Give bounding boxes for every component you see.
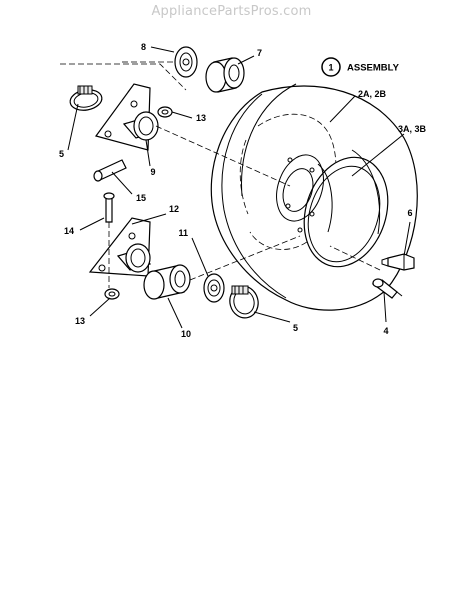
bracket-12	[88, 217, 152, 277]
label-part-10: 10	[181, 329, 191, 339]
label-part-6: 6	[407, 208, 412, 218]
tire	[210, 83, 418, 311]
hose-clamp-5-lower	[229, 285, 259, 319]
bolt-14	[103, 192, 115, 223]
part-labels: 8 7 5 13 9 15 2A, 2B 3A, 3B 6 14 12 11 1…	[59, 42, 427, 339]
label-part-13-lower: 13	[75, 316, 85, 326]
callout-text: ASSEMBLY	[347, 63, 400, 74]
bolt-15	[93, 159, 127, 182]
hose-clamp-5-upper	[69, 85, 103, 111]
label-part-9: 9	[150, 167, 155, 177]
label-part-4: 4	[383, 326, 388, 336]
bearing-8	[174, 46, 198, 78]
label-part-8: 8	[141, 42, 146, 52]
label-part-7: 7	[257, 48, 262, 58]
nut-13-upper	[157, 106, 173, 118]
label-part-11: 11	[178, 228, 188, 238]
assembly-callout: 1 ASSEMBLY	[321, 57, 400, 77]
label-part-12: 12	[169, 204, 179, 214]
label-part-5-lower: 5	[293, 323, 298, 333]
label-part-15: 15	[136, 193, 146, 203]
label-part-14: 14	[64, 226, 74, 236]
nut-13-lower	[104, 288, 120, 300]
leader-lines	[67, 46, 411, 329]
bracket-9	[60, 63, 187, 151]
valve-stem	[371, 278, 403, 299]
label-part-5-upper: 5	[59, 149, 64, 159]
spacer-7	[205, 57, 245, 93]
sleeve-10	[143, 264, 191, 300]
label-part-3: 3A, 3B	[398, 124, 427, 134]
callout-number: 1	[328, 63, 333, 73]
label-part-2: 2A, 2B	[358, 89, 387, 99]
bearing-11	[203, 273, 225, 303]
watermark: AppliancePartsPros.com	[151, 4, 312, 19]
label-part-13-upper: 13	[196, 113, 206, 123]
